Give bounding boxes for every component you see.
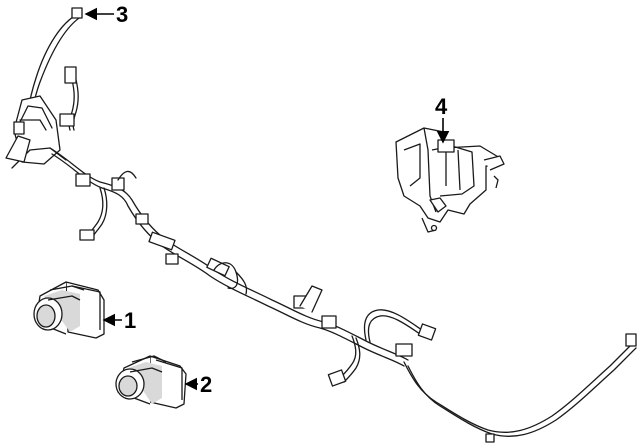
callout-2: 2 (200, 372, 212, 397)
callout-4: 4 (435, 94, 448, 119)
callout-1: 1 (124, 308, 136, 333)
wiring-harness (5, 7, 637, 443)
parking-sensor-2 (115, 355, 187, 409)
parking-sensor-1 (33, 281, 105, 339)
sensor-bracket (395, 127, 505, 233)
callout-3: 3 (116, 2, 128, 27)
callout-arrows (84, 7, 450, 391)
